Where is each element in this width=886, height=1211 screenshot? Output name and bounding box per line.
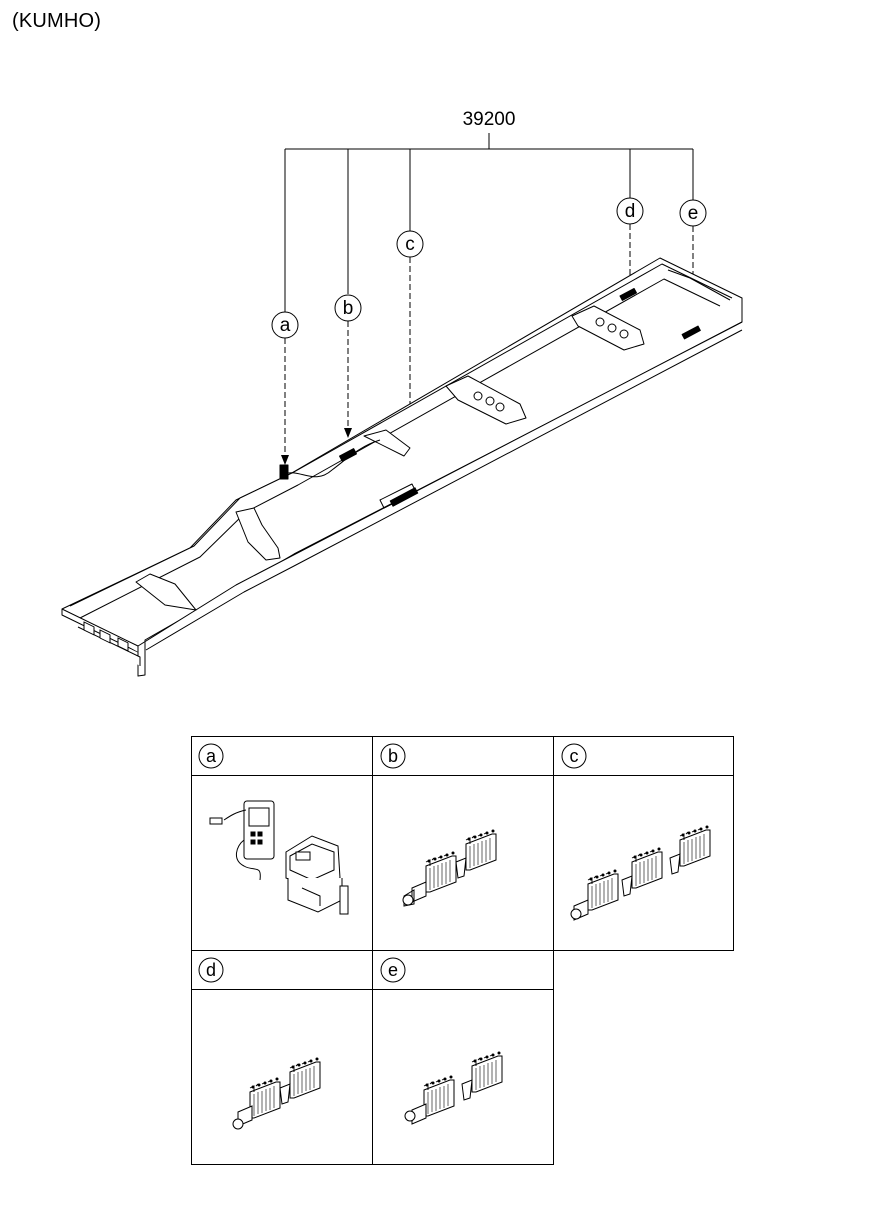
leader-lines bbox=[281, 133, 697, 469]
cell-b-label-text: b bbox=[388, 746, 398, 766]
detail-table bbox=[191, 736, 734, 1165]
callout-c-text: c bbox=[405, 234, 415, 255]
variant-label: (KUMHO) bbox=[12, 10, 102, 32]
cell-a-label: a bbox=[198, 743, 224, 769]
callout-d: d bbox=[616, 197, 644, 225]
callout-b-text: b bbox=[343, 298, 354, 319]
cell-c-label-text: c bbox=[570, 746, 579, 766]
callout-b: b bbox=[334, 294, 362, 322]
part-number-label: 39200 bbox=[463, 109, 516, 130]
cell-b-label: b bbox=[380, 743, 406, 769]
callout-c: c bbox=[396, 230, 424, 258]
callout-a-text: a bbox=[280, 315, 291, 336]
cell-e-label: e bbox=[380, 957, 406, 983]
cell-d-label-text: d bbox=[206, 960, 216, 980]
cell-a-label-text: a bbox=[206, 746, 217, 766]
cell-d-label: d bbox=[198, 957, 224, 983]
sensor-module-unit-drawing bbox=[209, 800, 349, 915]
connector-assembly-e bbox=[404, 1051, 503, 1125]
callout-d-text: d bbox=[625, 201, 636, 222]
connector-assembly-b bbox=[402, 829, 497, 907]
connector-assembly-d bbox=[232, 1057, 321, 1130]
chassis-frame-drawing bbox=[61, 257, 743, 677]
callout-e: e bbox=[679, 199, 707, 227]
callout-e-text: e bbox=[688, 203, 699, 224]
cell-e-label-text: e bbox=[388, 960, 398, 980]
cell-c-label: c bbox=[561, 743, 587, 769]
callout-a: a bbox=[271, 311, 299, 339]
connector-assembly-c bbox=[570, 825, 711, 921]
